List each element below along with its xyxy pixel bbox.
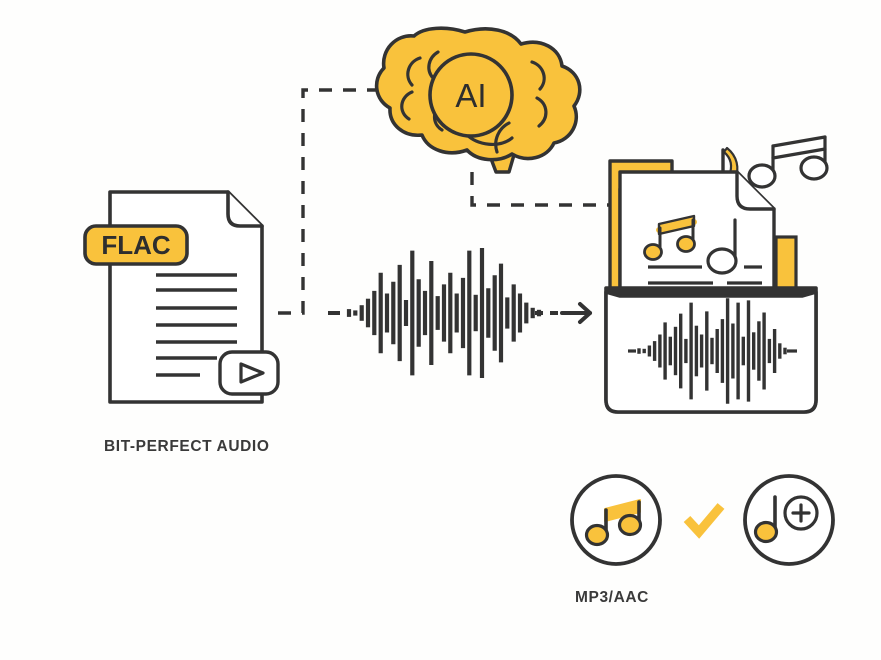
floating-beamed-notes-icon: [747, 135, 829, 189]
destination-folder-icon: [604, 135, 829, 414]
source-caption: BIT-PERFECT AUDIO: [104, 438, 270, 455]
audio-file-sheet: [608, 159, 798, 302]
ai-label: AI: [455, 77, 486, 114]
document-text-lines: [156, 273, 237, 377]
play-button-icon: [218, 350, 280, 396]
flac-document-icon: FLAC: [83, 190, 280, 404]
arrow-right-icon: [560, 302, 592, 324]
sheet-beamed-notes-icon: [643, 214, 697, 261]
sheet-quarter-note-icon: [706, 218, 738, 275]
mp3-notes-circle-icon: [570, 474, 662, 566]
ai-circle: [428, 52, 514, 138]
flac-badge: FLAC: [83, 224, 189, 266]
folder-waveform-icon: [637, 298, 787, 404]
note-plus-circle-icon: [743, 474, 835, 566]
sheet-text-lines: [648, 265, 762, 285]
connector-brain-to-destination: [470, 172, 617, 207]
result-caption: MP3/AAC: [575, 589, 649, 606]
ai-brain-icon: AI: [374, 26, 582, 174]
flac-badge-label: FLAC: [101, 230, 171, 260]
result-badges: [570, 474, 835, 566]
connector-source-to-brain: [278, 88, 404, 315]
checkmark-icon: [683, 503, 725, 539]
audio-waveform-icon: [328, 248, 592, 378]
